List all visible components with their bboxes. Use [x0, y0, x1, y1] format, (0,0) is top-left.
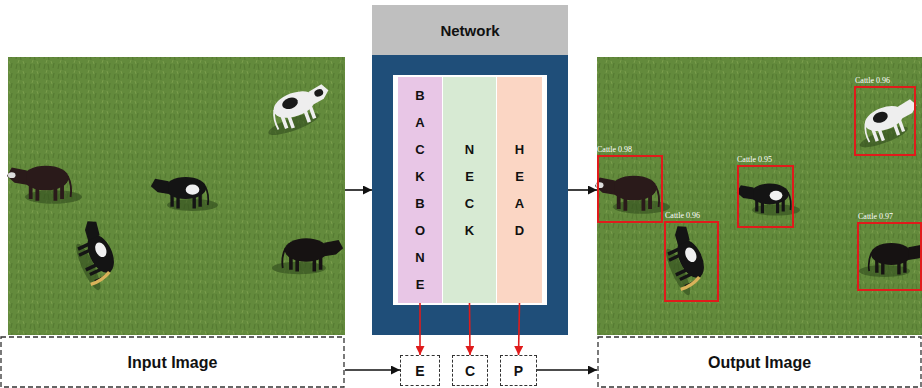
neck-column: NECK	[443, 77, 496, 303]
node-label: Output Image	[708, 354, 811, 372]
detection-label: Cattle 0.97	[858, 212, 893, 221]
flow-arrow	[568, 189, 597, 191]
flow-arrow	[519, 303, 520, 355]
flow-arrow	[419, 303, 421, 355]
cow-figure	[859, 243, 922, 277]
network-panel	[393, 75, 547, 305]
cow-figure	[850, 96, 922, 151]
bounding-boxes	[598, 87, 921, 301]
detection-label: Cattle 0.96	[855, 76, 890, 85]
dashed-outline	[597, 57, 922, 388]
flow-arrow	[469, 303, 471, 355]
text-holder: Output Image	[597, 337, 922, 388]
detection-label: Cattle 0.95	[737, 155, 772, 164]
vertical-label: NECK	[463, 136, 476, 244]
text-holder: Input Image	[0, 337, 345, 388]
backbone-column: BACKBONE	[398, 77, 442, 303]
text-holder: NECK	[443, 77, 496, 303]
text-holder: P	[501, 356, 536, 385]
cow-figure	[272, 238, 343, 274]
text-holder: E	[401, 356, 439, 385]
detection-label: Cattle 0.98	[597, 145, 632, 154]
cow-figure	[595, 176, 670, 214]
detection-label: Cattle 0.96	[665, 211, 700, 220]
text-holder: BACKBONE	[398, 77, 442, 303]
node-label: E	[415, 363, 424, 379]
flow-arrow	[345, 369, 400, 371]
dashed-outline	[0, 57, 345, 388]
network-header	[372, 5, 568, 55]
cow-figure	[65, 217, 124, 292]
text-holder: Network	[372, 5, 568, 55]
cow-figure	[258, 81, 337, 139]
cow-figure	[7, 166, 82, 204]
text-holder: C	[453, 356, 487, 385]
output-image-panel: Output Image	[597, 57, 922, 388]
node-label: C	[465, 363, 475, 379]
output-box: E	[400, 355, 440, 386]
node-label: Network	[440, 22, 499, 39]
output-box: P	[500, 355, 537, 386]
flow-arrow	[345, 189, 372, 191]
dashed-frame	[598, 337, 921, 387]
node-label: Input Image	[128, 354, 218, 372]
node-label: P	[514, 363, 523, 379]
network-body	[372, 55, 568, 335]
head-column: HEAD	[497, 77, 542, 303]
vertical-label: BACKBONE	[414, 82, 427, 298]
input-image-panel: Input Image	[0, 57, 345, 388]
cow-figure	[737, 184, 800, 216]
cow-figure	[151, 177, 218, 211]
output-box: C	[452, 355, 488, 386]
dashed-frame	[1, 337, 344, 387]
text-holder: HEAD	[497, 77, 542, 303]
flow-arrow	[537, 369, 597, 371]
network-block: NetworkBACKBONE NECK HEAD	[372, 5, 568, 335]
vertical-label: HEAD	[513, 136, 526, 244]
